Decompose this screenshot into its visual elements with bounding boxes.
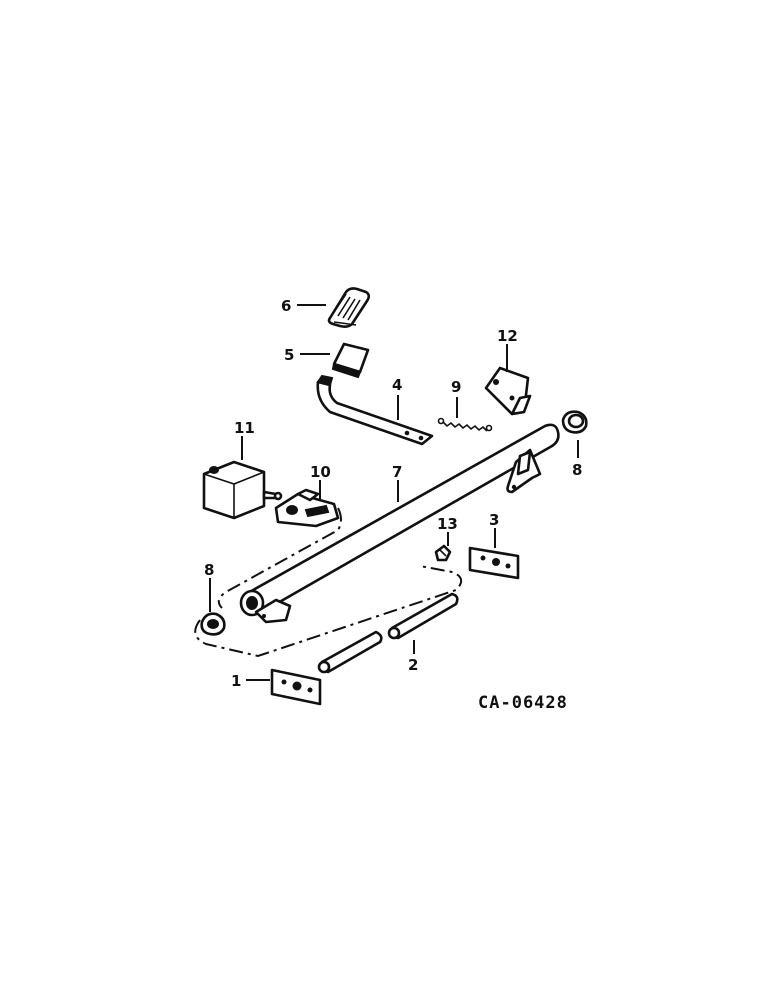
callout-11: 11 — [234, 419, 255, 437]
drawing-code: CA-06428 — [478, 693, 568, 713]
callout-13: 13 — [437, 515, 458, 533]
callout-10: 10 — [310, 463, 331, 481]
callout-12: 12 — [497, 327, 518, 345]
part-8-bushing-right — [561, 410, 588, 434]
part-6-pedal-pad — [327, 287, 371, 328]
part-7-shaft — [239, 423, 560, 624]
callout-7: 7 — [392, 463, 402, 481]
callout-2: 2 — [408, 656, 418, 674]
assembly-line-lower — [194, 565, 463, 658]
callout-4: 4 — [392, 376, 402, 394]
callout-6: 6 — [281, 297, 291, 315]
part-9-spring — [437, 417, 493, 432]
part-10-actuator — [274, 488, 340, 528]
part-8-bushing-left — [200, 612, 226, 636]
part-1-plate — [270, 668, 322, 706]
part-13-clip — [434, 544, 452, 562]
part-5-pedal-plate — [331, 342, 370, 379]
callout-8-right: 8 — [572, 461, 582, 479]
callout-8-left: 8 — [204, 561, 214, 579]
assembly-line-upper — [217, 507, 342, 609]
part-2-rod — [317, 592, 459, 674]
callout-1: 1 — [231, 672, 241, 690]
part-11-block — [202, 460, 283, 520]
callout-3: 3 — [489, 511, 499, 529]
part-3-plate — [468, 546, 520, 580]
callout-5: 5 — [284, 346, 294, 364]
callout-9: 9 — [451, 378, 461, 396]
part-4-pedal-arm — [316, 374, 434, 446]
part-12-bracket — [484, 366, 532, 416]
